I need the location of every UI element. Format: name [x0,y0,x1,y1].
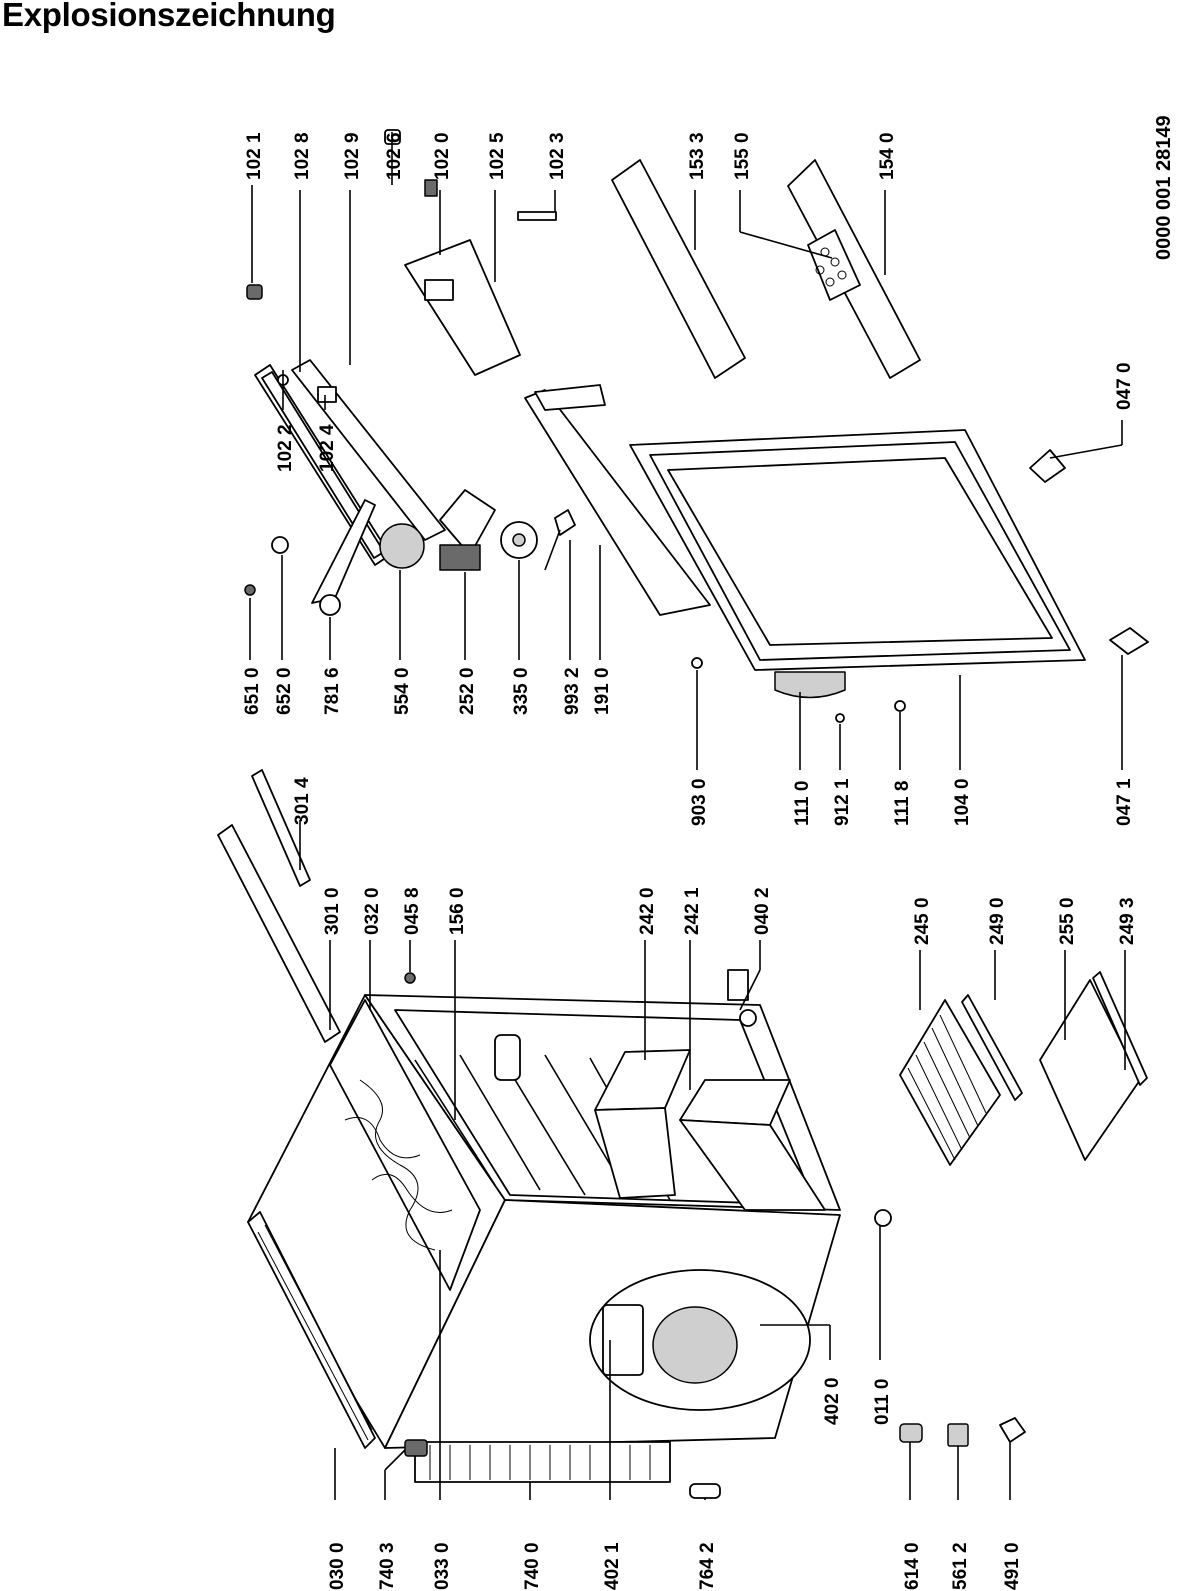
label-242-1: 242 1 [682,887,703,935]
label-764-2: 764 2 [697,1542,718,1590]
label-032-0: 032 0 [362,887,383,935]
label-652-0: 652 0 [274,667,295,715]
page-title: Explosionszeichnung [2,0,336,33]
label-245-0: 245 0 [912,897,933,945]
label-155-0: 155 0 [732,132,753,180]
label-491-0: 491 0 [1002,1542,1023,1590]
label-047-0: 047 0 [1114,362,1135,410]
label-402-0: 402 0 [822,1377,843,1425]
label-102-3: 102 3 [547,132,568,180]
label-740-0: 740 0 [522,1542,543,1590]
label-111-0: 111 0 [792,781,813,826]
label-249-3: 249 3 [1117,897,1138,945]
label-242-0: 242 0 [637,887,658,935]
part-labels: 030 0 740 3 033 0 740 0 402 1 764 2 614 … [242,115,1175,1590]
door-bins [254,159,921,566]
label-040-2: 040 2 [752,887,773,935]
label-033-0: 033 0 [432,1542,453,1590]
label-993-2: 993 2 [562,667,583,715]
label-102-9: 102 9 [342,132,363,180]
label-102-8: 102 8 [292,132,313,180]
label-102-5: 102 5 [487,132,508,180]
label-903-0: 903 0 [689,778,710,826]
label-102-4: 102 4 [317,424,338,472]
label-102-2: 102 2 [275,424,296,472]
label-030-0: 030 0 [327,1542,348,1590]
door [524,384,1086,699]
document-number: 0000 001 28149 [1153,115,1175,260]
label-402-1: 402 1 [602,1542,623,1590]
label-111-8: 111 8 [892,781,913,826]
label-252-0: 252 0 [457,667,478,715]
leader-lines [249,132,1126,1500]
cabinet-body [247,994,841,1483]
label-912-1: 912 1 [832,778,853,826]
label-154-0: 154 0 [877,132,898,180]
shelves [899,971,1148,1166]
label-554-0: 554 0 [392,667,413,715]
label-561-2: 561 2 [950,1542,971,1590]
label-335-0: 335 0 [511,667,532,715]
thermostat-parts [244,449,1149,655]
label-740-3: 740 3 [377,1542,398,1590]
label-102-1: 102 1 [244,132,265,180]
label-255-0: 255 0 [1057,897,1078,945]
label-156-0: 156 0 [447,887,468,935]
label-102-6: 102 6 [384,132,405,180]
label-045-8: 045 8 [402,887,423,935]
label-011-0: 011 0 [872,1379,893,1426]
label-153-3: 153 3 [687,132,708,180]
top-trim [217,769,341,1043]
label-104-0: 104 0 [952,778,973,826]
label-047-1: 047 1 [1114,778,1135,826]
label-102-0: 102 0 [432,132,453,180]
label-614-0: 614 0 [902,1542,923,1590]
label-651-0: 651 0 [242,667,263,715]
label-249-0: 249 0 [987,897,1008,945]
label-781-6: 781 6 [322,667,343,715]
small-parts [404,657,1026,1499]
label-301-0: 301 0 [322,887,343,935]
label-301-4: 301 4 [292,777,313,825]
label-191-0: 191 0 [592,667,613,715]
